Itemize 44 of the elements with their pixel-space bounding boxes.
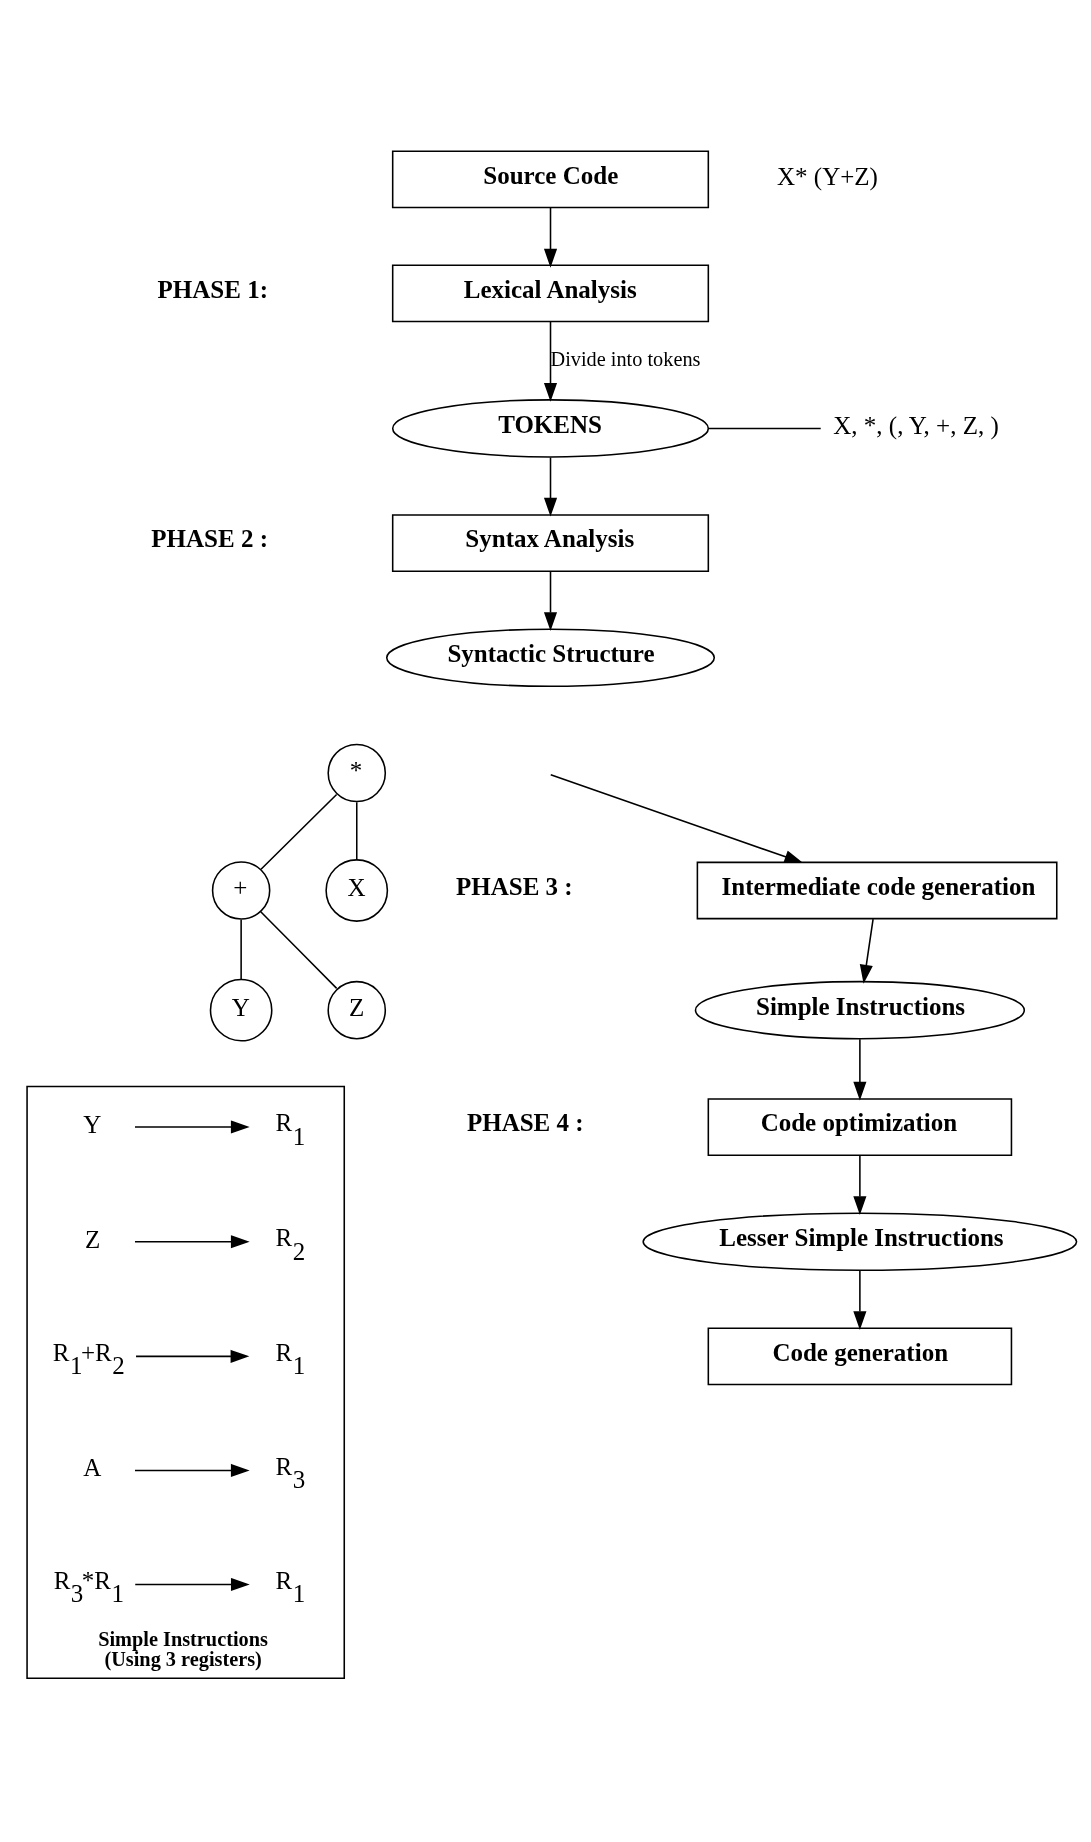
node-text: X, *, (, Y, +, Z, )	[833, 412, 999, 440]
arrow	[134, 1577, 250, 1592]
node-circle: *	[327, 743, 387, 803]
arrow	[543, 320, 558, 402]
arrow	[134, 1235, 250, 1249]
connector	[259, 911, 338, 990]
arrow	[543, 456, 558, 517]
node-text: Z	[84, 1225, 101, 1253]
node-box: Intermediate code generation	[696, 861, 1058, 920]
node-text: Y	[83, 1110, 102, 1138]
label: PHASE 3 :	[455, 872, 573, 900]
connector	[356, 801, 358, 861]
arrow	[134, 1463, 250, 1477]
node-ellipse: Lesser Simple Instructions	[642, 1212, 1078, 1272]
arrow	[135, 1349, 250, 1363]
node-circle: Z	[327, 980, 387, 1040]
node-ellipse: Simple Instructions	[694, 980, 1026, 1040]
node-box: Syntax Analysis	[391, 514, 710, 572]
node-ellipse: TOKENS	[391, 399, 710, 458]
node-box: Code optimization	[707, 1098, 1013, 1156]
node-label: X* (Y+Z)	[777, 163, 878, 191]
arrow	[853, 1038, 867, 1101]
edge-label: Divide into tokens	[550, 347, 701, 370]
node-circle: +	[211, 861, 271, 920]
label: PHASE 1:	[157, 275, 268, 303]
node-circle: Y	[209, 978, 273, 1042]
connector	[240, 918, 242, 980]
label: PHASE 2 :	[151, 525, 268, 553]
connector	[707, 427, 822, 430]
label: PHASE 4 :	[466, 1109, 584, 1137]
connector	[260, 793, 338, 870]
node-ellipse: Syntactic Structure	[386, 628, 716, 688]
node-box: Source Code	[391, 150, 710, 209]
arrow	[859, 918, 874, 984]
arrow	[134, 1120, 250, 1134]
arrow	[549, 773, 804, 864]
node-box: Code generation	[707, 1327, 1013, 1386]
arrow	[853, 1270, 867, 1330]
arrow	[543, 570, 558, 631]
node-circle: X	[325, 859, 389, 922]
arrow	[853, 1154, 867, 1215]
node-box: Lexical Analysis	[391, 264, 710, 323]
arrow	[543, 207, 558, 268]
node-text: A	[83, 1454, 102, 1482]
